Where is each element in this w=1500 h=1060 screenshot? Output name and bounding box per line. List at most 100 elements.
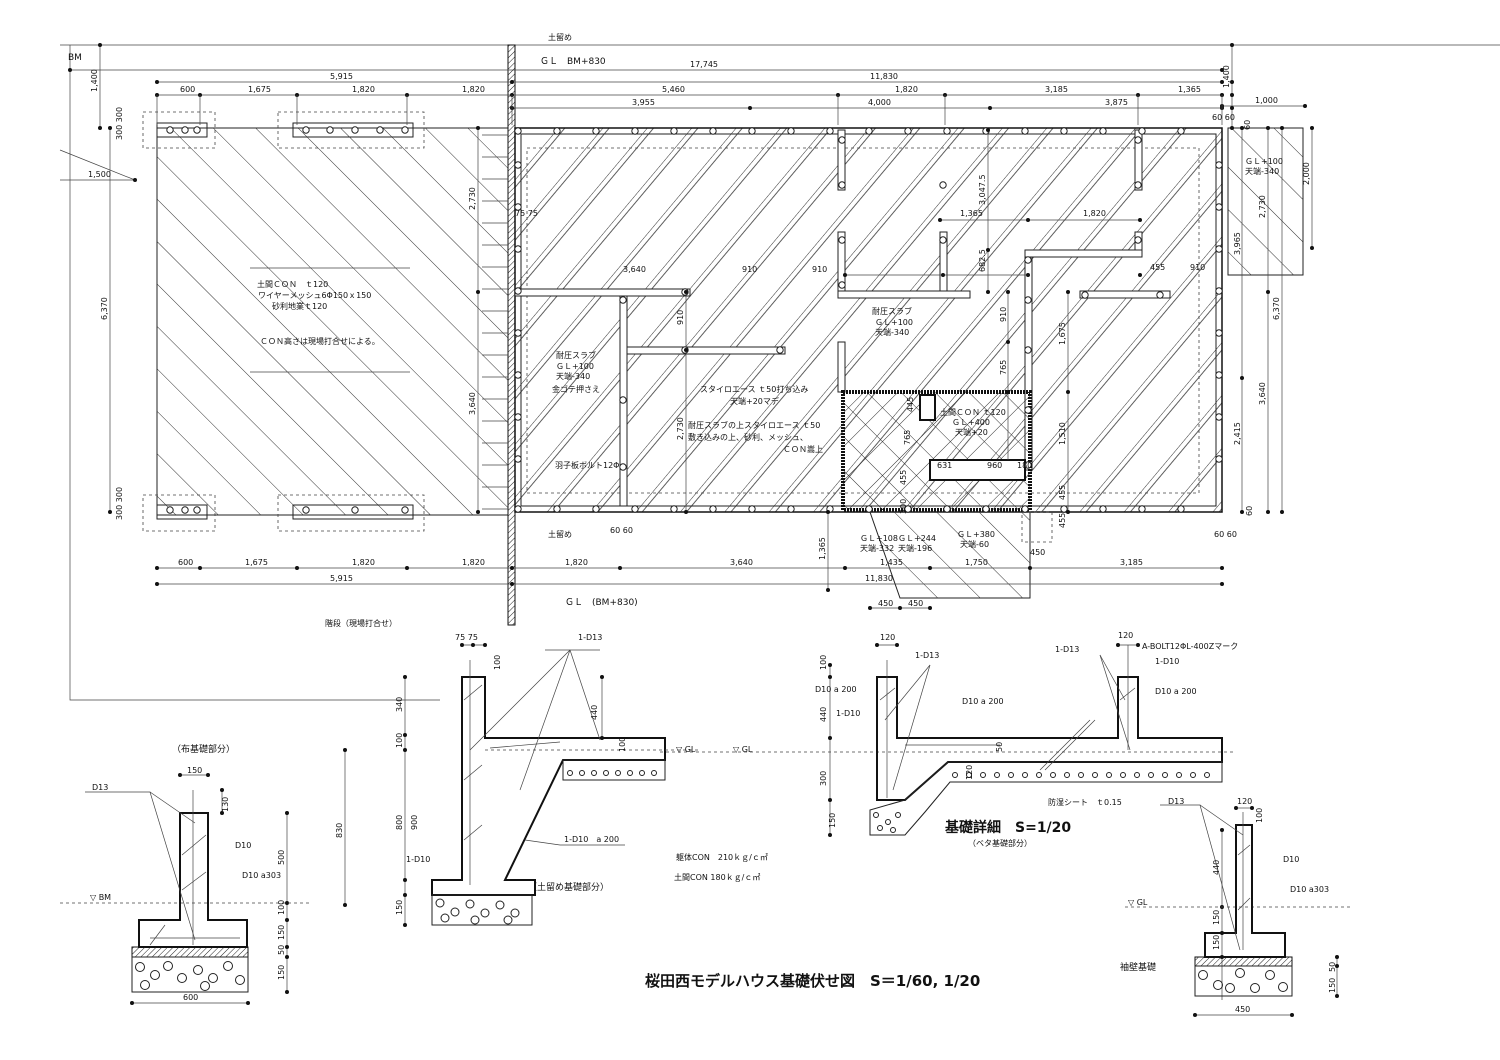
- anchor-bolt: [592, 127, 600, 135]
- bm-label: BM: [68, 53, 82, 63]
- section-dimension-label: 150: [395, 900, 404, 915]
- insulation-note: ＣＯＮ嵩上: [783, 445, 823, 454]
- gravel-stone: [465, 899, 475, 909]
- section-dimension-label: D10 a 200: [962, 697, 1004, 706]
- anchor-bolt: [376, 126, 384, 134]
- gravel-stone: [877, 825, 883, 831]
- dimension-tick: [1240, 376, 1244, 380]
- dimension-tick: [1230, 43, 1234, 47]
- anchor-bolt: [514, 245, 522, 253]
- anchor-bolt: [943, 127, 951, 135]
- dimension-tick: [155, 80, 159, 84]
- anchor-bolt: [351, 126, 359, 134]
- dimension-tick: [1310, 126, 1314, 130]
- insulation-note: 天端+20マデ: [730, 396, 779, 406]
- dimension-label: 765: [999, 360, 1008, 375]
- anchor-bolt: [401, 506, 409, 514]
- section-dimension-label: D13: [92, 783, 108, 792]
- anchor-bolt: [1024, 406, 1032, 414]
- anchor-bolt: [553, 505, 561, 513]
- gravel-stone: [495, 900, 505, 910]
- dimension-label: 910: [999, 307, 1008, 322]
- gravel-stone: [140, 980, 150, 990]
- dimension-tick: [828, 675, 832, 679]
- slab-note: ＧＬ+100: [1245, 157, 1283, 166]
- dimension-label: 3,185: [1120, 558, 1143, 567]
- section-dimension-label: 100: [395, 733, 404, 748]
- anchor-bolt: [1215, 371, 1223, 379]
- gravel-stone: [1078, 772, 1084, 778]
- anchor-bolt: [982, 505, 990, 513]
- section-dimension-label: 50: [995, 742, 1004, 752]
- soil-retaining-label: 土留め: [548, 529, 572, 539]
- gravel-stone: [1225, 983, 1235, 993]
- gravel-stone: [1036, 772, 1042, 778]
- gravel-stone: [503, 915, 513, 925]
- gravel-stone: [1250, 983, 1260, 993]
- section-dimension-label: 130: [221, 797, 230, 812]
- dimension-tick: [1138, 273, 1142, 277]
- anchor-bolt: [514, 413, 522, 421]
- section-dimension-label: 150: [277, 925, 286, 940]
- slab-note: 砂利地業ｔ120: [272, 301, 327, 311]
- section-dimension-label: 440: [1212, 860, 1221, 875]
- dimension-tick: [1240, 510, 1244, 514]
- gravel-stone: [470, 915, 480, 925]
- section-dimension-label: 120: [880, 633, 895, 642]
- gravel-stone: [208, 973, 218, 983]
- retaining-wall-ties: [482, 134, 508, 510]
- dimension-label: 5,915: [330, 72, 353, 81]
- section-dimension-label: 150: [187, 766, 202, 775]
- dimension-label: 765: [903, 430, 912, 445]
- dimension-label: 1,500: [88, 170, 111, 179]
- dimension-tick: [1290, 1013, 1294, 1017]
- gravel-stone: [579, 770, 585, 776]
- gravel-stone: [135, 962, 145, 972]
- dimension-tick: [108, 510, 112, 514]
- dimension-tick: [68, 68, 72, 72]
- dimension-tick: [510, 582, 514, 586]
- dimension-label: 1,820: [565, 558, 588, 567]
- dimension-label: 3,185: [1045, 85, 1068, 94]
- dimension-tick: [510, 80, 514, 84]
- gravel-stone: [1148, 772, 1154, 778]
- dimension-label: 5,915: [330, 574, 353, 583]
- gravel-stone: [994, 772, 1000, 778]
- slab-note: 耐圧スラブ: [872, 306, 912, 316]
- gl-label: ＧＬ BM+830: [540, 57, 606, 67]
- dimension-tick: [941, 273, 945, 277]
- dimension-tick: [928, 566, 932, 570]
- dimension-tick: [476, 126, 480, 130]
- dimension-tick: [875, 643, 879, 647]
- dimension-tick: [928, 606, 932, 610]
- slab-note: ＧＬ+100: [875, 318, 913, 327]
- anchor-bolt: [939, 181, 947, 189]
- dimension-label: 1,400: [90, 69, 99, 92]
- dimension-label: 910: [1190, 263, 1205, 272]
- dimension-tick: [108, 126, 112, 130]
- dimension-tick: [1026, 218, 1030, 222]
- anchor-bolt: [787, 505, 795, 513]
- step-level-note: ＧＬ+244: [898, 534, 936, 543]
- gravel-stone: [1120, 772, 1126, 778]
- anchor-bolt: [1177, 127, 1185, 135]
- dimension-tick: [748, 106, 752, 110]
- section-dimension-label: 500: [277, 850, 286, 865]
- dimension-label: 3,875: [1105, 98, 1128, 107]
- section-dimension-label: 440: [590, 705, 599, 720]
- dimension-label: 445: [906, 397, 915, 412]
- dimension-label: 60 60: [610, 526, 633, 535]
- insulation-note: スタイロエース ｔ50打ち込み: [700, 384, 808, 394]
- earth-floor-note: 天端+20: [955, 427, 988, 437]
- dimension-label: 11,830: [865, 574, 893, 583]
- stepped-entrance-slab: [869, 511, 1031, 599]
- dimension-tick: [1006, 390, 1010, 394]
- anchor-bolt: [904, 127, 912, 135]
- anchor-bolt: [1215, 161, 1223, 169]
- gravel-stone: [980, 772, 986, 778]
- dimension-tick: [828, 833, 832, 837]
- section-dimension-label: 150: [1212, 935, 1221, 950]
- dimension-label: 2,730: [468, 187, 477, 210]
- anchor-bolt: [670, 505, 678, 513]
- anchor-bolt: [670, 127, 678, 135]
